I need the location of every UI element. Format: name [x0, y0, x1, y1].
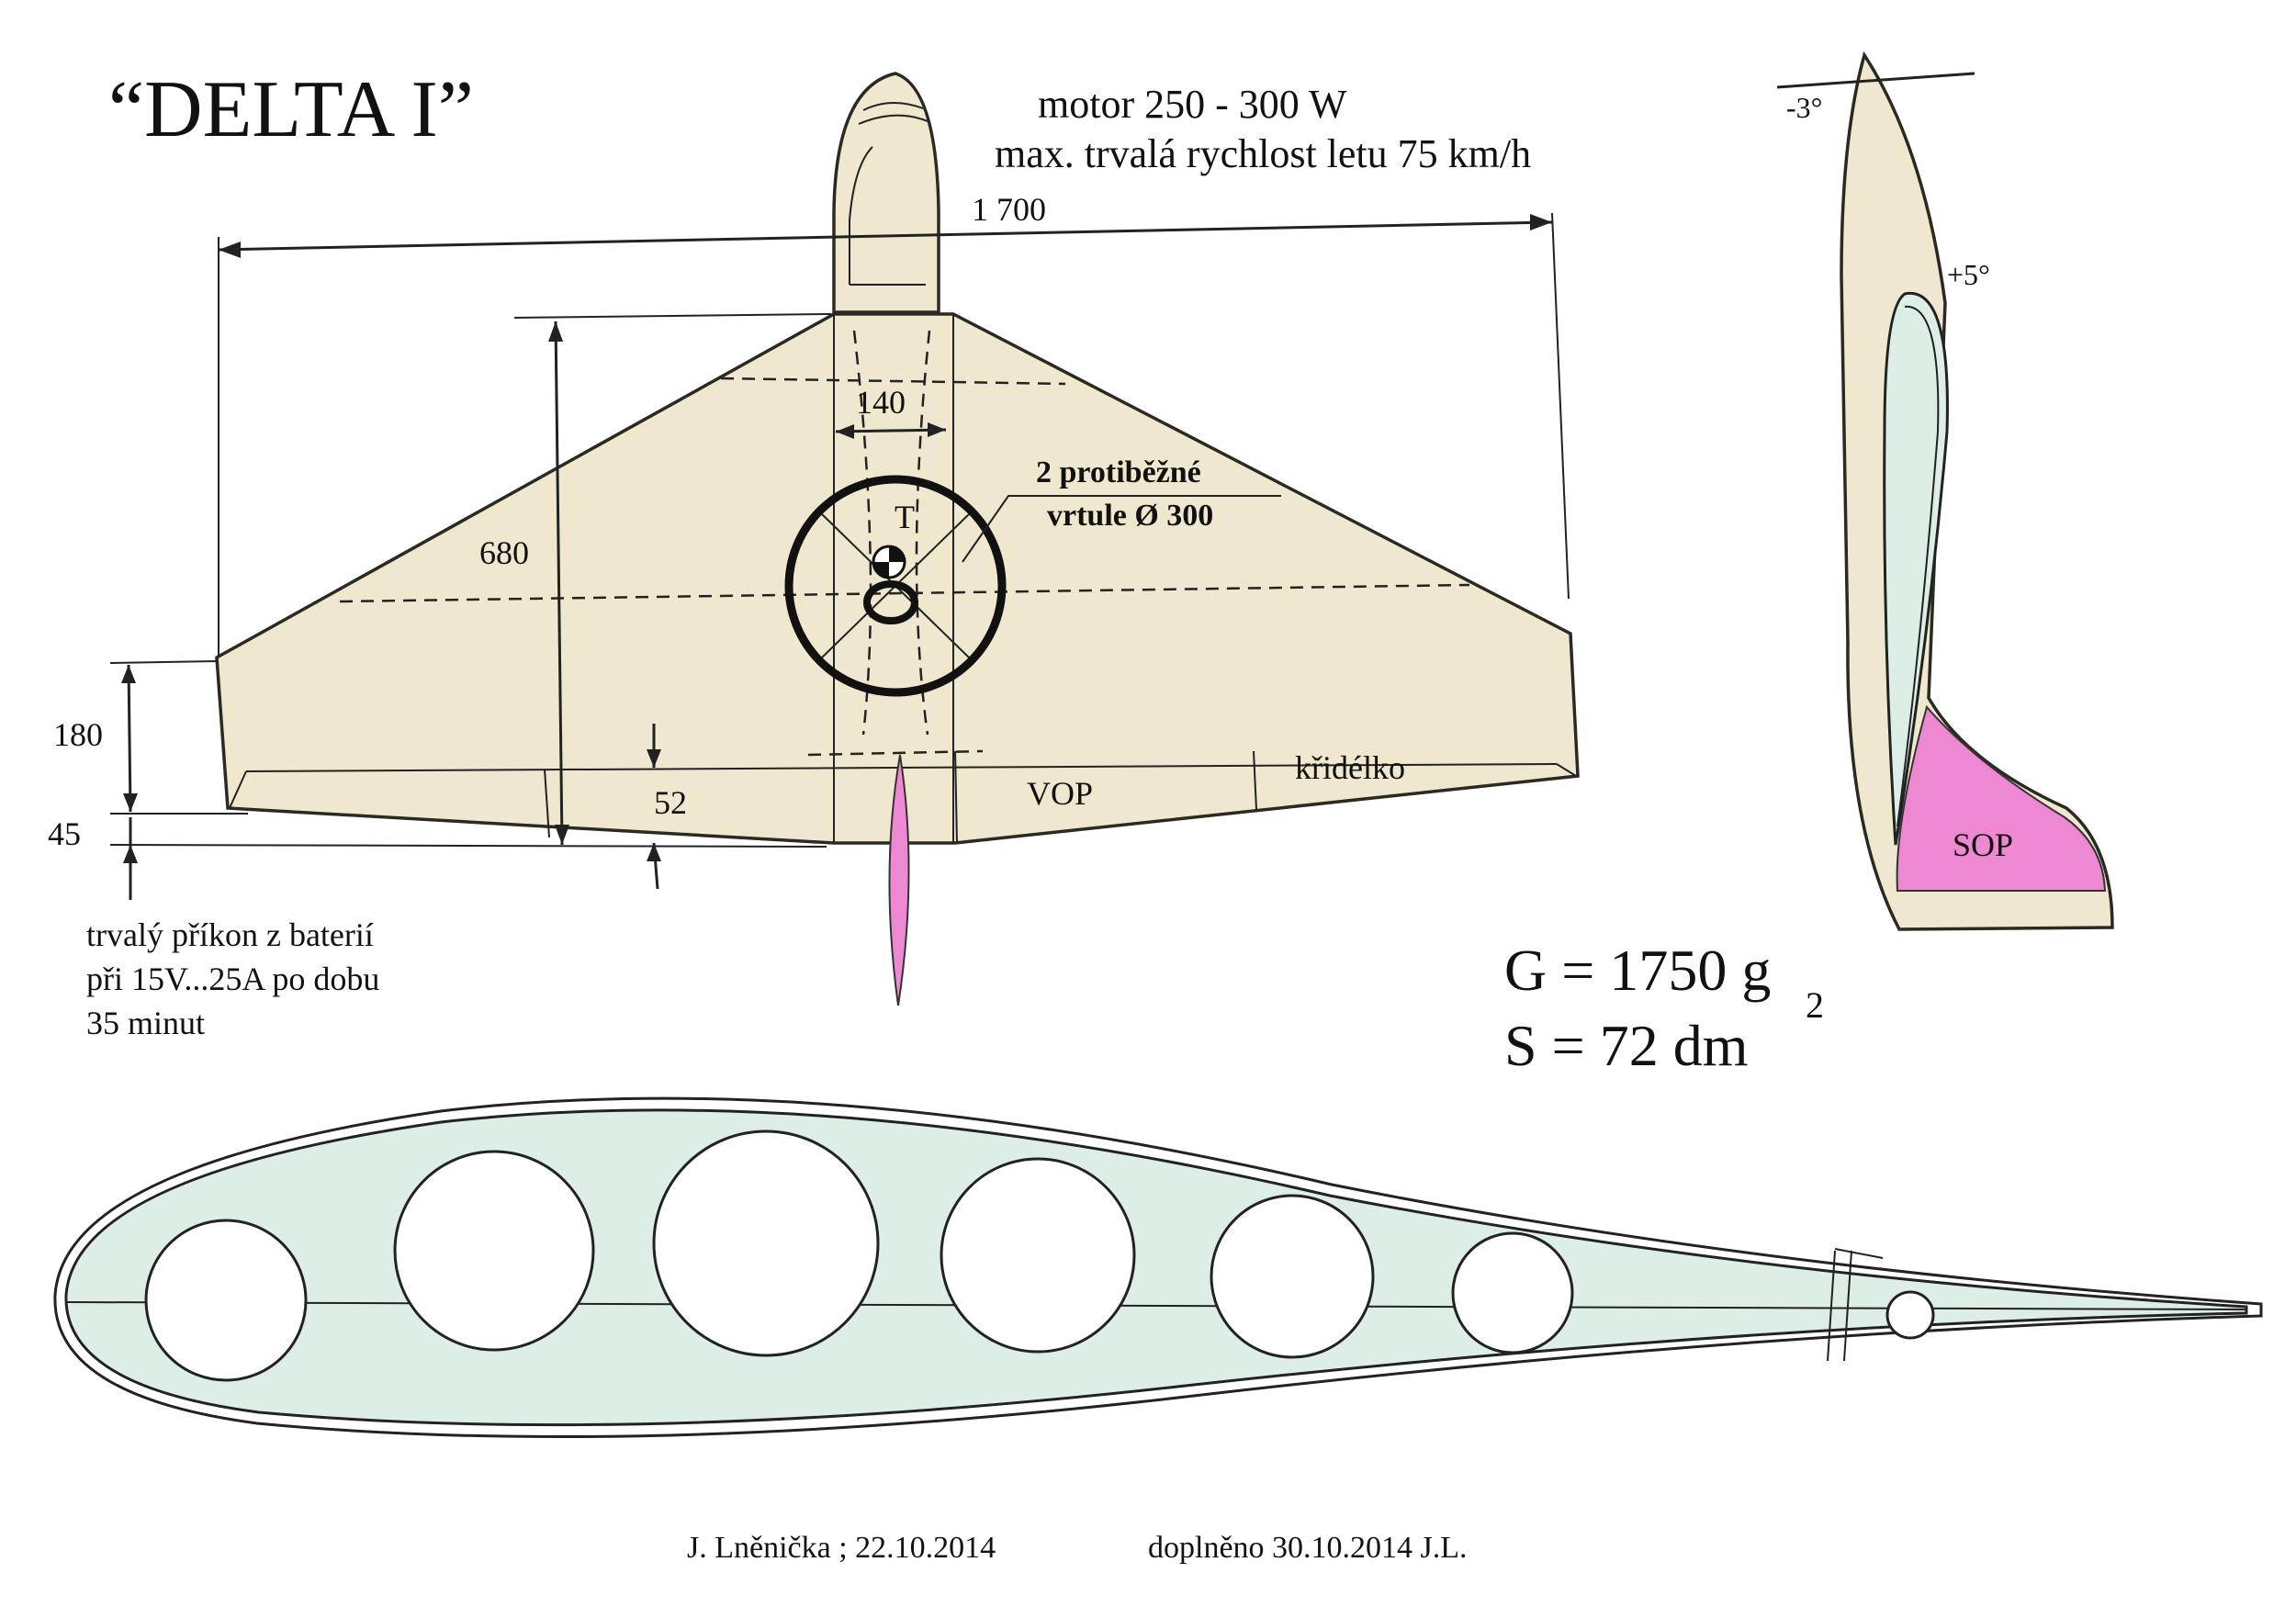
wing-root-profile	[1883, 291, 1949, 846]
motor-spec: motor 250 - 300 W	[1038, 82, 1347, 127]
arrow-icon	[647, 843, 661, 861]
lightening-hole	[940, 1157, 1136, 1354]
fuselage-nose	[832, 72, 940, 314]
elevon-divider-left	[544, 769, 550, 838]
dim-span-ext-right	[1551, 212, 1570, 600]
dim-180-ext-top	[109, 660, 218, 664]
nose-detail	[862, 101, 924, 111]
dim-680-ext-top	[513, 313, 832, 319]
sop-fin	[1896, 704, 2107, 892]
airfoil-profile	[53, 1096, 2263, 1439]
dim-680-label: 680	[479, 534, 529, 571]
center-cut-right	[954, 750, 958, 844]
dim-span-label: 1 700	[972, 191, 1046, 228]
battery-line-2: při 15V...25A po dobu	[86, 961, 379, 997]
propeller-disc	[784, 475, 1007, 697]
nose-detail-2	[858, 114, 929, 125]
dimension-lines	[109, 212, 1570, 900]
lightening-hole	[1885, 1290, 1935, 1340]
cg-label: T	[895, 499, 915, 535]
dim-180-label: 180	[53, 716, 103, 753]
arrow-icon	[219, 242, 241, 258]
angle-minus-label: -3°	[1786, 91, 1822, 124]
weight-spec: G = 1750 g	[1504, 938, 1771, 1003]
motor-ring	[863, 580, 918, 624]
arrow-icon	[1530, 214, 1552, 230]
arrow-icon	[121, 665, 136, 683]
angle-plus-label: +5°	[1947, 258, 1990, 291]
dim-52-label: 52	[654, 784, 687, 821]
dim-45-label: 45	[48, 815, 81, 852]
fuselage-dashed-left	[852, 330, 872, 736]
dim-680-line	[554, 320, 564, 846]
cg-icon-quad2	[873, 562, 889, 578]
lightening-hole	[1451, 1231, 1574, 1354]
dim-span-line	[218, 220, 1553, 252]
lightening-hole	[1210, 1194, 1375, 1359]
cg-icon-quad1	[889, 546, 905, 562]
aileron-divider	[1253, 750, 1257, 811]
rear-spar	[1827, 1250, 1852, 1362]
dim-180-line	[127, 664, 132, 813]
dim-140-label: 140	[856, 384, 906, 421]
spar-line-front	[720, 376, 1066, 386]
updated-date: doplněno 30.10.2014 J.L.	[1148, 1531, 1468, 1565]
arrow-icon	[928, 422, 946, 437]
arrow-icon	[123, 845, 138, 863]
delta-wing	[215, 312, 1580, 845]
thrust-line	[1776, 72, 1975, 89]
wing-root-inner	[1896, 305, 1940, 827]
vop-label: VOP	[1027, 775, 1093, 812]
lightening-hole	[652, 1129, 880, 1357]
drawing-title: “DELTA I”	[108, 65, 474, 154]
fin-top-view	[888, 754, 910, 1006]
spar-cap	[1834, 1248, 1884, 1259]
spar-line-rear	[339, 583, 1470, 603]
airfoil-skin	[64, 1108, 2248, 1427]
lightening-hole	[393, 1150, 595, 1352]
battery-line-1: trvalý příkon z baterií	[86, 916, 374, 953]
arrow-icon	[548, 321, 563, 342]
dashed-cut	[807, 749, 984, 757]
lightening-hole	[144, 1219, 308, 1382]
propeller-leader	[962, 495, 1281, 563]
propeller-label-2: vrtule Ø 300	[1047, 499, 1213, 533]
sop-label: SOP	[1953, 826, 2013, 863]
aileron-label: křidélko	[1295, 749, 1405, 786]
arrow-icon	[647, 749, 661, 768]
arrow-icon	[555, 825, 569, 845]
author-date: J. Lněnička ; 22.10.2014	[687, 1531, 996, 1565]
fuselage-dashed-right	[915, 330, 931, 736]
area-exponent: 2	[1806, 984, 1824, 1026]
side-view	[1776, 51, 2114, 931]
battery-line-3: 35 minut	[86, 1005, 205, 1041]
speed-spec: max. trvalá rychlost letu 75 km/h	[995, 131, 1531, 176]
elevon-right-end	[1556, 763, 1577, 777]
dim-45-ext-bottom	[109, 844, 827, 848]
elevon-left-end	[229, 770, 247, 809]
area-spec: S = 72 dm	[1504, 1013, 1748, 1078]
propeller-label-1: 2 protiběžné	[1036, 455, 1201, 489]
arrow-icon	[123, 793, 138, 812]
arrow-icon	[836, 424, 854, 439]
nose-canopy	[849, 146, 926, 286]
wing-top-view	[215, 72, 1580, 1006]
